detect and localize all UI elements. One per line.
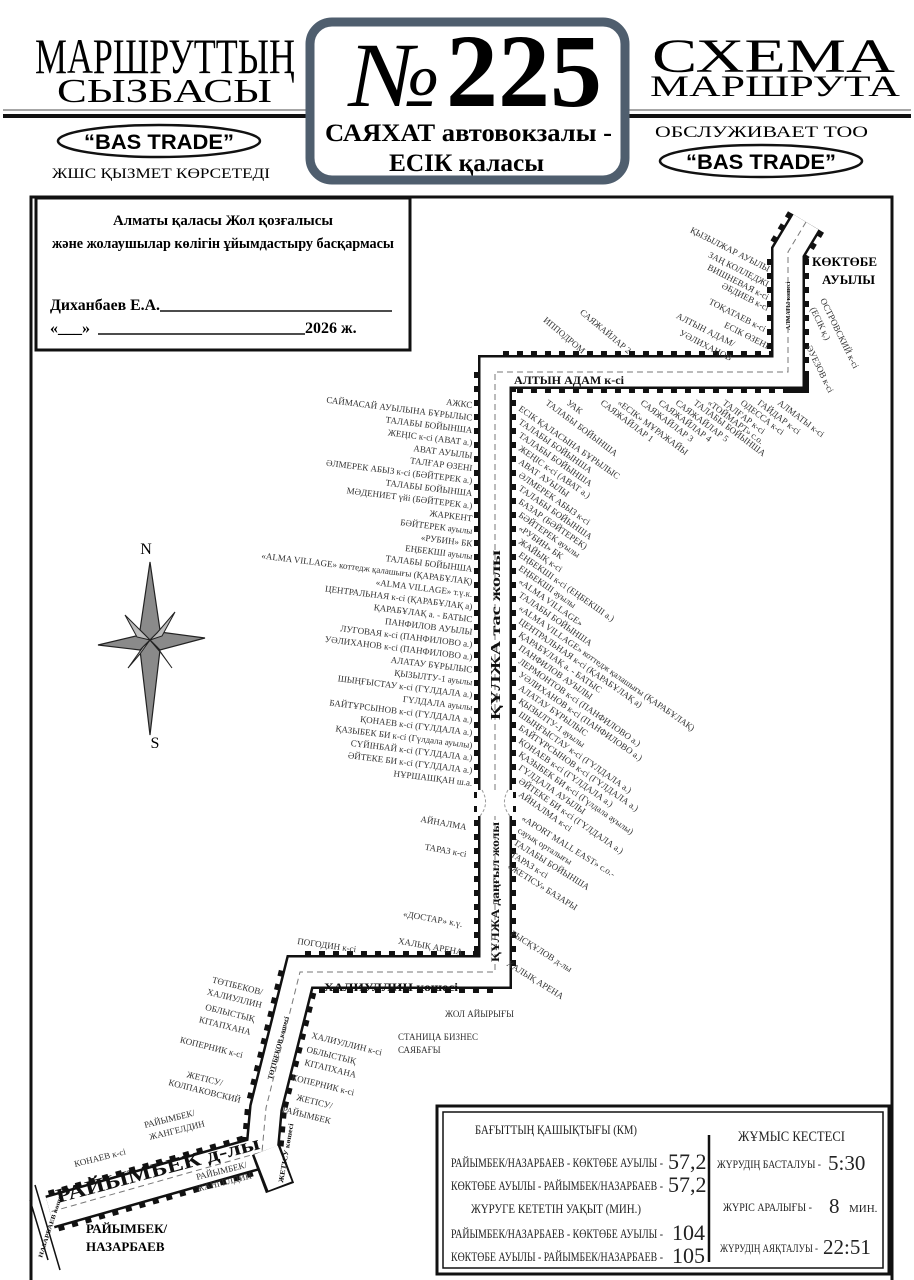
stop-label: КОПЕРНИК к-сі (179, 1035, 244, 1060)
company-name-right: “BAS TRADE” (686, 151, 836, 174)
time-row-label: РАЙЫМБЕК/НАЗАРБАЕВ - КӨКТӨБЕ АУЫЛЫ - (451, 1226, 663, 1241)
approval-year: 2026 ж. (305, 320, 357, 337)
served-by-label: ОБСЛУЖИВАЕТ ТОО (655, 124, 868, 141)
compass-rose-icon: N S (97, 541, 206, 752)
stop-label: ИППОДРОМ (541, 315, 587, 356)
terminal-raiymbek-2: НАЗАРБАЕВ (86, 1239, 165, 1254)
route-number: 225 (446, 14, 602, 129)
schedule-title: ЖҰМЫС КЕСТЕСІ (738, 1129, 845, 1145)
header-left: МАРШРУТТЫҢ СЫЗБАСЫ “BAS TRADE” ЖШС ҚЫЗМЕ… (35, 28, 295, 182)
interval-unit: МИН. (849, 1203, 878, 1215)
route-line (29, 211, 825, 1271)
stop-label: ТАРАЗ к-сі (424, 842, 468, 859)
stop-label: ЖОЛ АЙЫРЫҒЫ (445, 1009, 514, 1019)
street-khaliullin: ХАЛИУЛЛИН көшесі (324, 980, 459, 994)
route-info-table: БАҒЫТТЫҢ ҚАШЫҚТЫҒЫ (КМ) РАЙЫМБЕК/НАЗАРБА… (435, 1104, 891, 1276)
stop-label: АЖКС (446, 397, 473, 410)
terminal-raiymbek-1: РАЙЫМБЕК/ (86, 1221, 168, 1236)
approval-signer: Диханбаев Е.А. (50, 297, 160, 314)
street-kulzha-highway: ҚҰЛЖА тас жолы (489, 550, 504, 720)
distance-row-value: 57,2 (668, 1172, 707, 1197)
approval-line-2: және жолаушылар көлігін ұйымдастыру басқ… (52, 236, 394, 252)
company-badge-right (658, 143, 864, 179)
stop-label: САЯБАҒЫ (398, 1045, 441, 1055)
distance-row-value: 57,2 (668, 1149, 707, 1174)
compass-south: S (151, 735, 160, 752)
route-number-symbol: № (347, 24, 440, 126)
distance-row-label: КӨКТӨБЕ АУЫЛЫ - РАЙЫМБЕК/НАЗАРБАЕВ - (451, 1178, 663, 1193)
left-title-2: СЫЗБАСЫ (57, 73, 272, 110)
start-value: 5:30 (828, 1151, 865, 1175)
end-value: 22:51 (823, 1235, 871, 1259)
route-break (477, 790, 513, 816)
route-to: ЕСІК қаласы (389, 150, 544, 177)
time-row-value: 105 (672, 1243, 705, 1268)
time-row-label: КӨКТӨБЕ АУЫЛЫ - РАЙЫМБЕК/НАЗАРБАЕВ - (451, 1249, 663, 1264)
approval-box: Алматы қаласы Жол қозғалысы және жолаушы… (34, 196, 412, 352)
map-frame (29, 195, 894, 1280)
route-from: САЯХАТ автовокзалы - (325, 120, 612, 147)
stop-label: АЙНАЛМА (420, 814, 468, 832)
interval-label: ЖҮРІС АРАЛЫҒЫ - (723, 1200, 812, 1214)
stop-label: КОНАЕВ к-сі (73, 1146, 127, 1169)
terminal-koktobe-2: АУЫЛЫ (822, 272, 875, 287)
stop-label: СТАНИЦА БИЗНЕС (398, 1032, 478, 1042)
time-title: ЖҮРУГЕ КЕТЕТІН УАҚЫТ (МИН.) (471, 1201, 641, 1216)
street-kulzha-avenue: ҚҰЛЖА даңғыл жолы (488, 821, 502, 962)
street-altyn-adam: АЛТЫН АДАМ к-сі (514, 373, 625, 387)
distance-row-label: РАЙЫМБЕК/НАЗАРБАЕВ - КӨКТӨБЕ АУЫЛЫ - (451, 1155, 663, 1170)
terminal-labels: КӨКТӨБЕ АУЫЛЫ РАЙЫМБЕК/ НАЗАРБАЕВ (86, 254, 877, 1254)
start-label: ЖҮРУДІҢ БАСТАЛУЫ - (717, 1157, 821, 1171)
header-right: СХЕМА МАРШРУТА ОБСЛУЖИВАЕТ ТОО “BAS TRAD… (650, 30, 900, 179)
stop-label: «ДОСТАР» к.ү. (402, 909, 463, 929)
compass-north: N (140, 541, 152, 558)
right-title-1: СХЕМА (652, 30, 895, 83)
interval-value: 8 (829, 1194, 840, 1218)
route-number-box: № 225 САЯХАТ автовокзалы - ЕСІК қаласы (305, 14, 630, 185)
left-title-1: МАРШРУТТЫҢ (35, 28, 295, 84)
distance-title: БАҒЫТТЫҢ ҚАШЫҚТЫҒЫ (КМ) (475, 1122, 637, 1137)
company-badge-left (56, 123, 262, 159)
right-title-2: МАРШРУТА (650, 70, 900, 103)
company-name-left: “BAS TRADE” (84, 131, 234, 154)
end-label: ЖҮРУДІҢ АЯҚТАЛУЫ - (720, 1241, 818, 1255)
street-almaty: АЛМАТЫ көшесі (786, 281, 792, 330)
approval-line-1: Алматы қаласы Жол қозғалысы (113, 213, 333, 229)
time-row-value: 104 (672, 1220, 705, 1245)
nazarbaev-street-line (34, 1184, 61, 1271)
terminal-koktobe-1: КӨКТӨБЕ (812, 254, 877, 269)
left-subtitle: ЖШС ҚЫЗМЕТ КӨРСЕТЕДІ (52, 166, 270, 182)
approval-date-prefix: «___» (50, 320, 90, 337)
